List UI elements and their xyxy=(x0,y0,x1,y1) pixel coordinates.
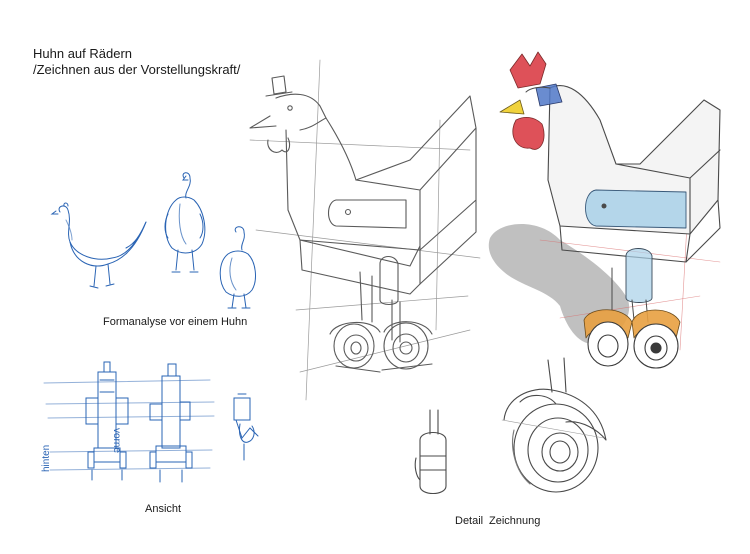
caption-zeichnung: Zeichnung xyxy=(489,515,541,527)
caption-formanalyse: Formanalyse vor einem Huhn xyxy=(103,316,248,328)
wattle xyxy=(512,116,545,150)
wheel-detail xyxy=(501,357,607,493)
hat xyxy=(535,83,563,107)
chicken-back-study xyxy=(219,226,256,309)
chicken-form-studies xyxy=(50,172,256,309)
caption-detail: Detail xyxy=(455,515,484,527)
label-hinten: hinten xyxy=(41,444,52,472)
pencil-chicken-sketch xyxy=(249,59,481,401)
label-vorne: vorne xyxy=(111,428,122,454)
detail-sketches xyxy=(414,357,607,495)
toy-view-sketches xyxy=(43,361,259,483)
toy-front-view xyxy=(85,361,129,481)
sheet-title: Huhn auf Rädern /Zeichnen aus der Vorste… xyxy=(33,46,240,78)
chicken-side-study xyxy=(50,202,147,289)
title-line-1: Huhn auf Rädern xyxy=(33,46,133,61)
leg-detail xyxy=(414,409,447,495)
comb xyxy=(509,51,547,89)
caption-ansicht: Ansicht xyxy=(145,503,182,515)
chicken-front-study xyxy=(164,172,206,273)
beak xyxy=(499,99,525,115)
colored-chicken-drawing xyxy=(488,51,721,369)
toy-back-view xyxy=(233,393,259,461)
title-line-2: /Zeichnen aus der Vorstellungskraft/ xyxy=(33,62,241,77)
wing-slot xyxy=(585,189,687,229)
toy-side-view xyxy=(149,363,193,483)
